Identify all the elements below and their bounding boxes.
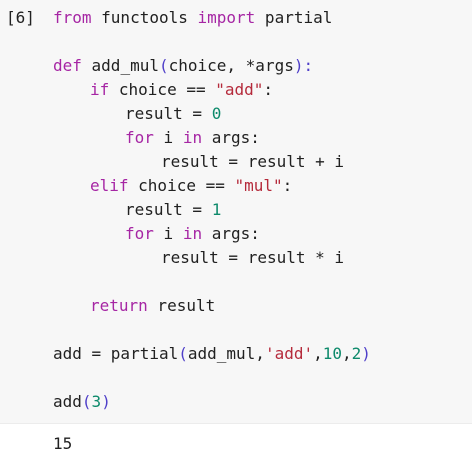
mul-statement: result = result * i (161, 248, 345, 267)
imported-name: partial (255, 8, 333, 27)
function-params: choice, *args (168, 56, 294, 75)
keyword-return: return (90, 296, 148, 315)
code-line-11[interactable]: return result (90, 294, 215, 318)
code-line-9[interactable]: for i in args: (125, 222, 260, 246)
keyword-in: in (182, 128, 203, 147)
keyword-def: def (53, 56, 82, 75)
assign-result: result = (125, 200, 212, 219)
paren-open: ( (178, 344, 188, 363)
keyword-if: if (90, 80, 110, 99)
output-text: 15 (53, 434, 73, 453)
string-add: "add" (215, 80, 264, 99)
partial-assign: add = partial (53, 344, 179, 363)
paren-open: ( (81, 392, 92, 411)
condition-add: choice == (109, 80, 216, 99)
code-line-2[interactable]: def add_mul(choice, *args): (53, 54, 313, 78)
paren-close: ): (293, 56, 314, 75)
keyword-elif: elif (90, 176, 129, 195)
keyword-import: import (197, 8, 256, 27)
keyword-from: from (53, 8, 92, 27)
number-two: 2 (351, 344, 362, 363)
loop-var: i (153, 224, 183, 243)
number-three: 3 (91, 392, 102, 411)
string-mul: "mul" (234, 176, 283, 195)
keyword-for: for (125, 128, 154, 147)
code-line-5[interactable]: for i in args: (125, 126, 260, 150)
code-line-4[interactable]: result = 0 (125, 102, 221, 126)
number-one: 1 (211, 200, 222, 219)
module-name: functools (91, 8, 198, 27)
loop-iterable: args: (202, 128, 260, 147)
code-line-1[interactable]: from functools import partial (53, 6, 332, 30)
keyword-in: in (182, 224, 203, 243)
return-value: result (147, 296, 216, 315)
paren-open: ( (158, 56, 169, 75)
sum-statement: result = result + i (161, 152, 345, 171)
assign-result: result = (125, 104, 212, 123)
code-line-3[interactable]: if choice == "add": (90, 78, 273, 102)
call-name: add (53, 392, 82, 411)
loop-var: i (153, 128, 183, 147)
condition-mul: choice == (128, 176, 235, 195)
number-zero: 0 (211, 104, 222, 123)
code-cell[interactable]: [6] from functools import partial def ad… (0, 0, 472, 424)
partial-fn-arg: add_mul, (187, 344, 265, 363)
colon: : (263, 80, 274, 99)
paren-close: ) (101, 392, 111, 411)
function-name: add_mul (81, 56, 159, 75)
code-line-12[interactable]: add = partial(add_mul,'add',10,2) (53, 342, 371, 366)
paren-close: ) (361, 344, 371, 363)
code-line-13[interactable]: add(3) (53, 390, 111, 414)
code-line-7[interactable]: elif choice == "mul": (90, 174, 292, 198)
code-line-6[interactable]: result = result + i (161, 150, 344, 174)
number-ten: 10 (322, 344, 343, 363)
execution-count: [6] (6, 8, 35, 27)
loop-iterable: args: (202, 224, 260, 243)
code-line-8[interactable]: result = 1 (125, 198, 221, 222)
comma: , (313, 344, 323, 363)
code-line-10[interactable]: result = result * i (161, 246, 344, 270)
output-cell: 15 (0, 424, 472, 472)
keyword-for: for (125, 224, 154, 243)
comma: , (342, 344, 352, 363)
string-add-arg: 'add' (264, 344, 314, 363)
colon: : (282, 176, 293, 195)
